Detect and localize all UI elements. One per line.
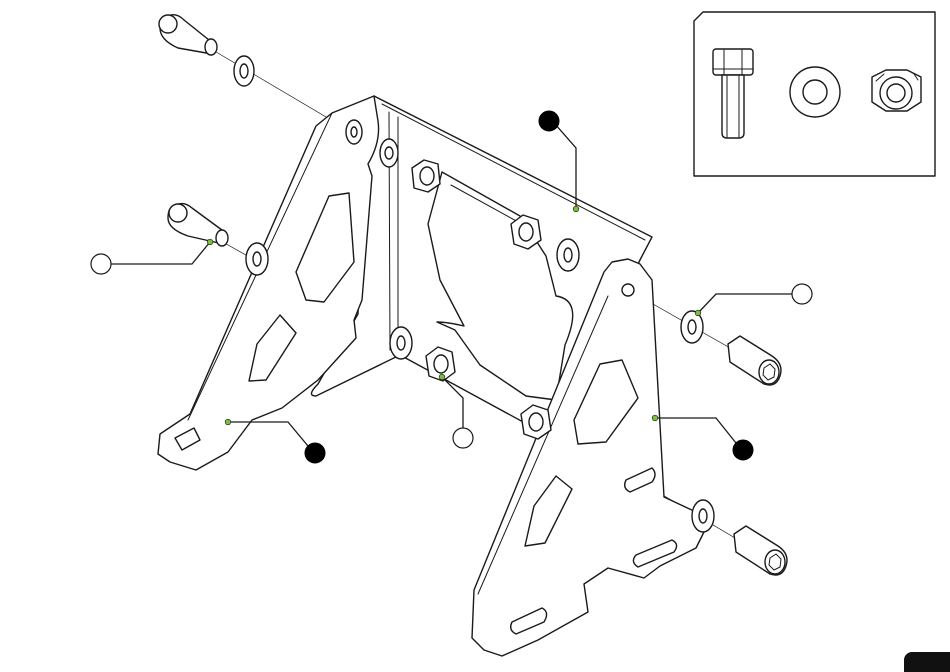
hex-nut bbox=[521, 405, 551, 439]
callout-washer bbox=[695, 284, 812, 316]
hex-nut bbox=[412, 160, 440, 192]
callout-anchor-dot bbox=[207, 239, 213, 245]
callout-anchor-dot bbox=[439, 374, 445, 380]
washer bbox=[692, 500, 714, 532]
callout-anchor-dot bbox=[652, 415, 658, 421]
legend-hex-nut-icon bbox=[872, 70, 921, 111]
cap-screw bbox=[734, 526, 787, 575]
parts-legend bbox=[694, 12, 935, 176]
callout-anchor-dot bbox=[573, 206, 579, 212]
washer bbox=[380, 139, 398, 167]
left-bracket bbox=[158, 96, 379, 470]
callout-anchor-dot bbox=[225, 419, 231, 425]
page-corner-tab bbox=[904, 652, 950, 672]
callout-right-bracket bbox=[652, 415, 753, 460]
washer bbox=[390, 327, 412, 359]
washer bbox=[346, 120, 362, 144]
washer bbox=[557, 239, 579, 271]
callout-cap-screw bbox=[91, 239, 213, 274]
cap-screw bbox=[168, 204, 228, 246]
washer bbox=[246, 243, 268, 275]
cap-screw bbox=[728, 336, 781, 385]
hex-nut bbox=[511, 215, 541, 249]
legend-washer-icon bbox=[790, 67, 840, 117]
washer bbox=[681, 311, 703, 343]
cap-screw bbox=[159, 15, 217, 55]
callout-anchor-dot bbox=[695, 310, 701, 316]
washer bbox=[234, 56, 254, 86]
